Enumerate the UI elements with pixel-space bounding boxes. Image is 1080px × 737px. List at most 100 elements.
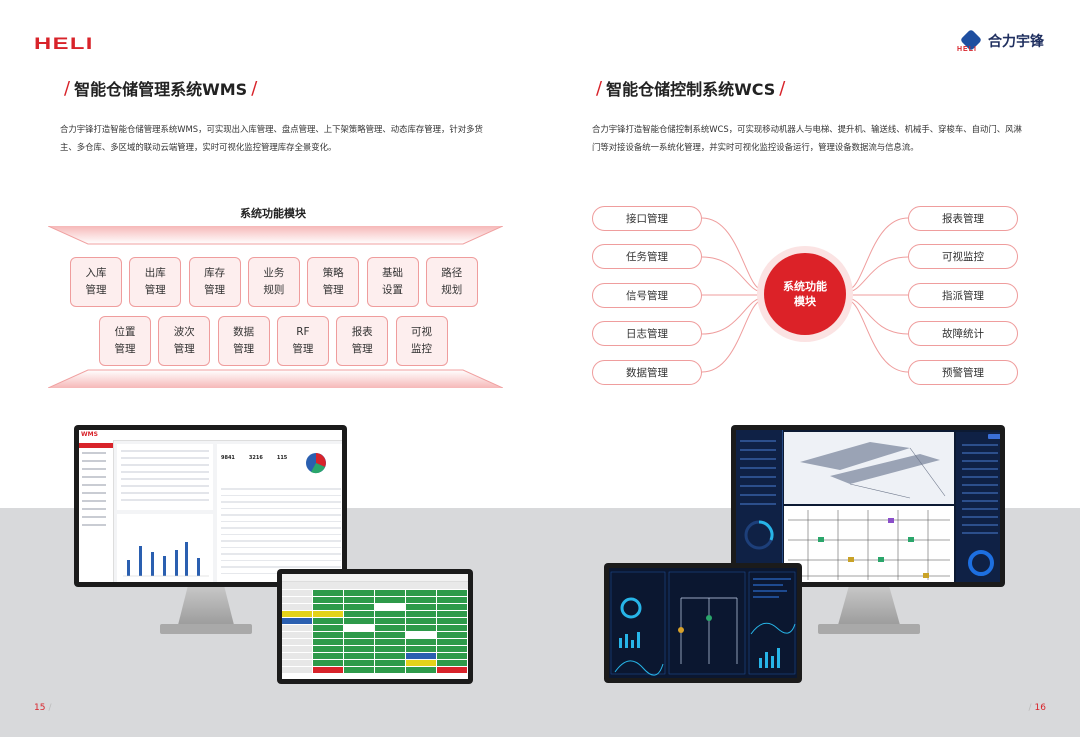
wms-module-r1-6: 路径规划 (425, 257, 478, 307)
wms-stat-1: 9841 (221, 455, 235, 461)
grid-cell (344, 660, 374, 666)
screen-line (962, 452, 998, 454)
wms-module-label: 管理 (322, 284, 344, 296)
screen-line (962, 444, 998, 446)
heli-logo-left: HELI (34, 34, 94, 53)
wms-stat-2: 3216 (248, 455, 263, 461)
screen-line (121, 492, 209, 494)
wms-module-r1-0: 入库管理 (70, 257, 122, 307)
grid-cell (282, 632, 312, 638)
wms-module-label: 管理 (114, 343, 136, 355)
screen-line (740, 485, 776, 487)
grid-cell (437, 646, 467, 652)
grid-cell (344, 639, 374, 645)
screen-line (740, 476, 776, 478)
screen-line (82, 500, 106, 502)
grid-cell (282, 646, 312, 652)
wms-module-label: 规则 (263, 284, 285, 296)
screen-line (221, 501, 341, 503)
wms-module-r1-2: 库存管理 (188, 257, 241, 307)
wms-module-r1-4: 策略管理 (307, 257, 360, 307)
screen-line (221, 494, 341, 496)
company-name: 合力宇锋 (988, 34, 1044, 50)
wcs-left-item-0: 接口管理 (592, 206, 702, 231)
screen-line (221, 520, 341, 522)
wms-module-label: 管理 (351, 343, 373, 355)
page-number-left: 15/ (34, 703, 52, 713)
grid-cell (375, 639, 405, 645)
grid-cell (437, 660, 467, 666)
grid-cell (406, 632, 436, 638)
screen-line (221, 553, 341, 555)
grid-cell (375, 653, 405, 659)
grid-cell (437, 611, 467, 617)
grid-cell (437, 653, 467, 659)
grid-cell (282, 667, 312, 673)
grid-cell (313, 590, 343, 596)
grid-cell (344, 597, 374, 603)
grid-cell (313, 646, 343, 652)
grid-cell (406, 590, 436, 596)
grid-cell (282, 625, 312, 631)
screen-line (740, 467, 776, 469)
screen-line (962, 524, 998, 526)
screen-line (121, 450, 209, 452)
grid-cell (344, 667, 374, 673)
wms-app-name: WMS (81, 431, 98, 438)
screen-line (962, 508, 998, 510)
grid-cell (375, 625, 405, 631)
grid-cell (406, 604, 436, 610)
screen-line (962, 460, 998, 462)
grid-cell (313, 667, 343, 673)
wms-monitor: WMS 9841 3216 115 (74, 425, 347, 587)
wms-module-label: 规划 (441, 284, 463, 296)
wcs-dashboard-screen (736, 430, 1000, 582)
wms-title: /智能仓储管理系统WMS/ (64, 77, 258, 100)
grid-cell (282, 597, 312, 603)
wcs-left-item-2: 信号管理 (592, 283, 702, 308)
wcs-rack-grid (788, 510, 950, 580)
screen-line (82, 468, 106, 470)
wms-description: 合力宇锋打造智能仓储管理系统WMS，可实现出入库管理、盘点管理、上下架策略管理、… (60, 124, 483, 152)
grid-cell (375, 632, 405, 638)
wms-module-label: 出库 (144, 267, 166, 279)
screen-line (221, 559, 341, 561)
screen-line (82, 508, 106, 510)
wms-module-r1-5: 基础设置 (366, 257, 419, 307)
grid-cell (406, 653, 436, 659)
wcs-title: /智能仓储控制系统WCS/ (596, 77, 786, 100)
wcs-right-item-1: 可视监控 (908, 244, 1018, 269)
wms-grid-monitor (277, 569, 473, 684)
wms-module-r1-1: 出库管理 (129, 257, 182, 307)
wms-module-label: 数据 (233, 326, 255, 338)
wms-module-r2-0: 位置管理 (99, 316, 151, 366)
wcs-left-item-1: 任务管理 (592, 244, 702, 269)
grid-cell (406, 646, 436, 652)
wms-module-r2-1: 波次管理 (158, 316, 211, 366)
grid-cell (437, 604, 467, 610)
wms-module-label: 波次 (173, 326, 195, 338)
grid-cell (344, 653, 374, 659)
grid-cell (437, 618, 467, 624)
wcs-right-item-3: 故障统计 (908, 321, 1018, 346)
screen-line (82, 492, 106, 494)
grid-cell (437, 639, 467, 645)
grid-cell (406, 667, 436, 673)
grid-cell (437, 667, 467, 673)
wcs-small-monitor (604, 563, 802, 683)
grid-cell (406, 660, 436, 666)
wms-module-label: 管理 (85, 284, 107, 296)
wms-module-frame (48, 226, 503, 388)
grid-cell (437, 597, 467, 603)
grid-cell (313, 611, 343, 617)
wms-module-r2-2: 数据管理 (217, 316, 270, 366)
screen-line (962, 476, 998, 478)
grid-cell (344, 590, 374, 596)
grid-cell (406, 639, 436, 645)
grid-cell (375, 590, 405, 596)
wms-module-label: 报表 (351, 326, 373, 338)
wcs-description: 合力宇锋打造智能仓储控制系统WCS，可实现移动机器人与电梯、提升机、输送线、机械… (592, 124, 1022, 152)
screen-line (740, 440, 776, 442)
grid-cell (406, 625, 436, 631)
